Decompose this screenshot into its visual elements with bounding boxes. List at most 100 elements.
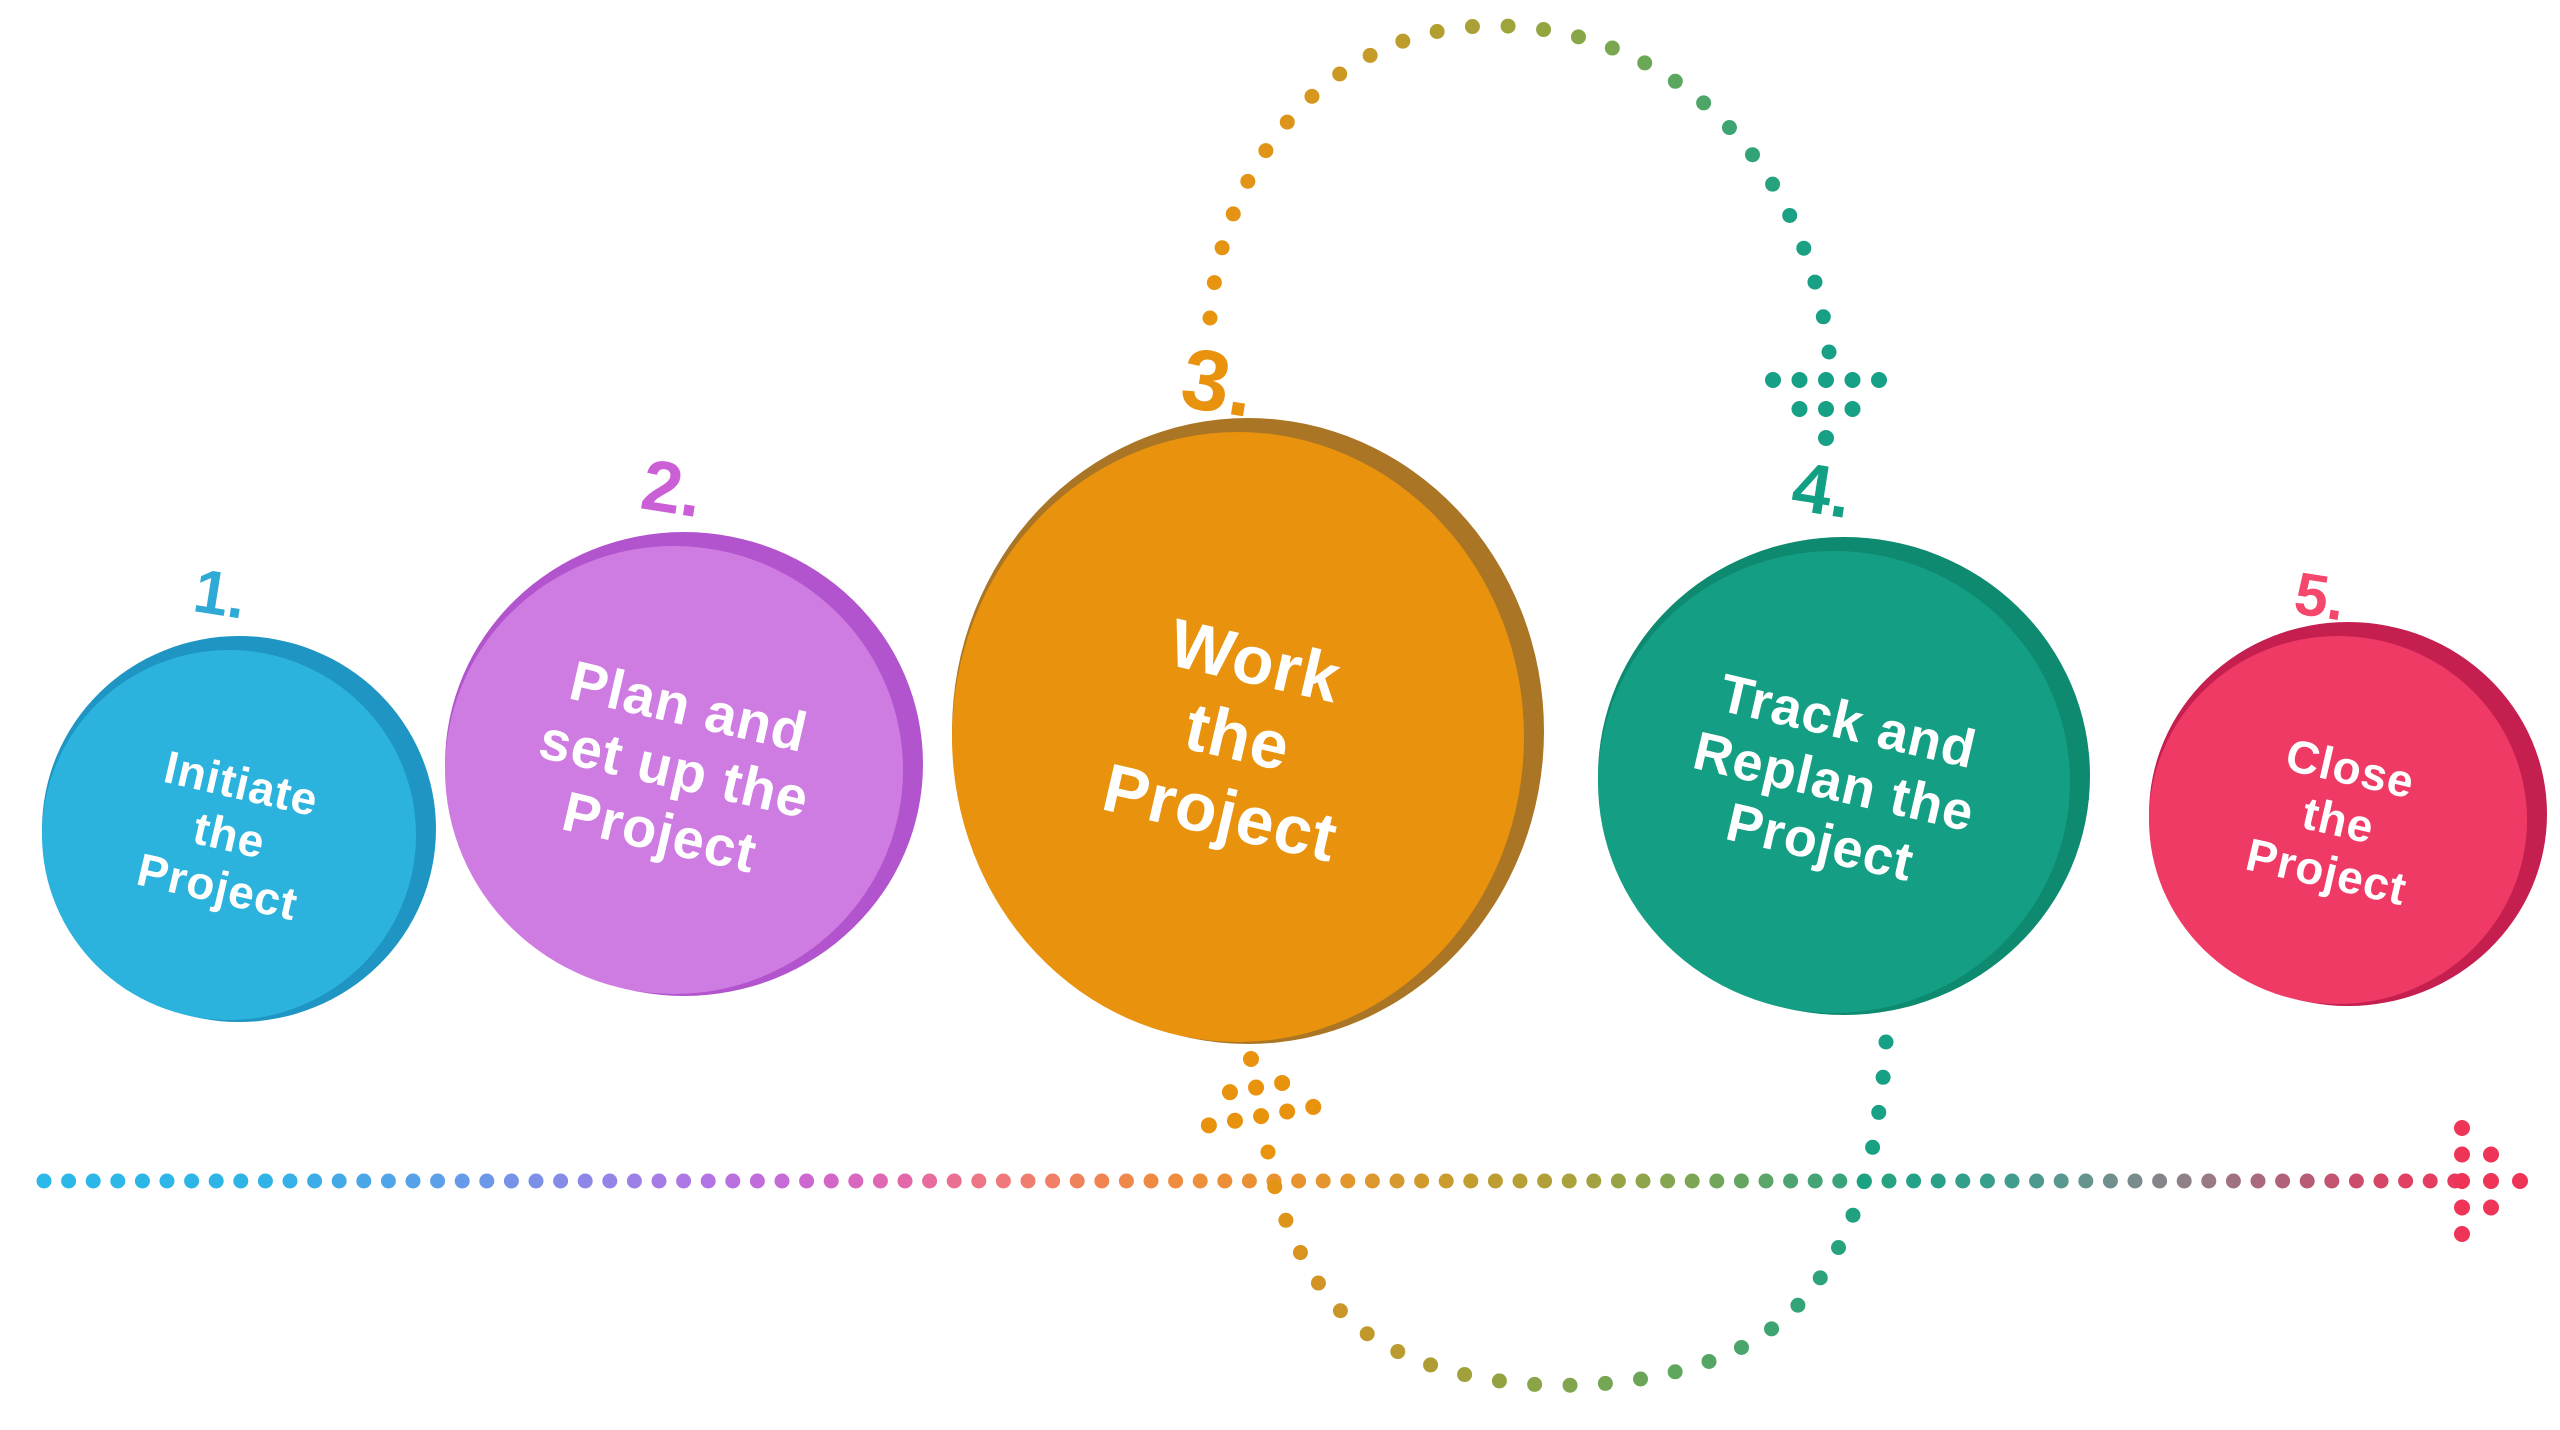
- connector-dot: [1597, 1375, 1613, 1391]
- connector-dot: [1214, 240, 1230, 256]
- connector-dot: [2422, 1173, 2438, 1189]
- connector-dot: [2299, 1173, 2315, 1189]
- connector-dot: [897, 1173, 913, 1189]
- connector-dot: [1258, 143, 1274, 159]
- connector-dot: [2004, 1173, 2020, 1189]
- connector-dot: [1291, 1173, 1307, 1189]
- connector-dot: [1709, 1173, 1725, 1189]
- connector-dot: [1463, 1173, 1479, 1189]
- disc: Plan and set up the Project: [445, 546, 903, 994]
- connector-dot: [1192, 1173, 1208, 1189]
- connector-dot: [1807, 1173, 1823, 1189]
- connector-dot: [995, 1173, 1011, 1189]
- connector-dot: [1069, 1173, 1085, 1189]
- connector-dot: [1791, 372, 1808, 388]
- disc: Close the Project: [2149, 636, 2527, 1004]
- connector-dot: [1200, 1117, 1217, 1134]
- connector-dot: [2483, 1146, 2499, 1163]
- step-number: 4.: [1787, 446, 1857, 534]
- connector-dot: [61, 1173, 77, 1189]
- connector-dot: [1844, 401, 1861, 417]
- connector-dot: [1865, 1139, 1881, 1155]
- connector-dot: [1362, 47, 1378, 63]
- connector-dot: [479, 1173, 495, 1189]
- connector-dot: [1610, 1173, 1626, 1189]
- connector-dot: [1733, 1339, 1749, 1355]
- connector-dot: [553, 1173, 569, 1189]
- connector-dot: [1274, 1074, 1291, 1091]
- connector-dot: [2127, 1173, 2143, 1189]
- connector-dot: [1240, 173, 1256, 189]
- connector-dot: [1764, 1321, 1780, 1337]
- step-number: 3.: [1175, 329, 1261, 437]
- connector-dot: [872, 1173, 888, 1189]
- connector-dot: [1562, 1377, 1578, 1393]
- connector-dot: [1878, 1034, 1894, 1050]
- connector-dot: [1241, 1173, 1257, 1189]
- connector-dot: [1438, 1173, 1454, 1189]
- connector-dot: [1832, 1173, 1848, 1189]
- connector-dot: [1143, 1173, 1159, 1189]
- connector-dot: [1721, 120, 1737, 136]
- connector-dot: [1206, 275, 1222, 291]
- connector-dot: [2483, 1173, 2499, 1189]
- connector-dot: [1815, 309, 1831, 325]
- connector-dot: [1340, 1173, 1356, 1189]
- connector-dot: [1831, 1240, 1847, 1256]
- connector-dot: [1464, 19, 1480, 35]
- connector-dot: [1667, 73, 1683, 89]
- connector-dot: [1020, 1173, 1036, 1189]
- connector-dot: [1248, 1079, 1265, 1096]
- connector-dot: [1310, 1275, 1326, 1291]
- connector-dot: [946, 1173, 962, 1189]
- connector-dot: [2275, 1173, 2291, 1189]
- connector-dot: [454, 1173, 470, 1189]
- connector-dot: [799, 1173, 815, 1189]
- step-close-the-project: 5. Close the Project: [2149, 560, 2547, 1006]
- connector-dot: [2373, 1173, 2389, 1189]
- connector-dot: [1094, 1173, 1110, 1189]
- connector-dot: [2512, 1173, 2528, 1189]
- connector-dot: [1790, 1297, 1806, 1313]
- connector-dot: [2102, 1173, 2118, 1189]
- connector-dot: [1812, 1270, 1828, 1286]
- connector-dot: [1782, 207, 1798, 223]
- connector-dot: [1856, 1174, 1872, 1190]
- connector-dot: [134, 1173, 150, 1189]
- connector-dot: [1844, 372, 1861, 388]
- connector-dot: [1304, 88, 1320, 104]
- connector-dot: [2029, 1173, 2045, 1189]
- connector-dot: [1457, 1367, 1473, 1383]
- connector-dot: [1217, 1173, 1233, 1189]
- connector-dot: [1225, 206, 1241, 222]
- connector-dot: [528, 1173, 544, 1189]
- connector-dot: [208, 1173, 224, 1189]
- connector-dot: [1818, 401, 1834, 417]
- connector-dot: [1758, 1173, 1774, 1189]
- connector-dot: [1512, 1173, 1528, 1189]
- connector-dot: [1744, 147, 1760, 163]
- disc: Track and Replan the Project: [1598, 551, 2070, 1013]
- connector-dot: [1168, 1173, 1184, 1189]
- connector-dot: [159, 1173, 175, 1189]
- connector-dot: [1364, 1173, 1380, 1189]
- connector-dot: [1637, 55, 1653, 71]
- connector-dot: [823, 1173, 839, 1189]
- connector-dot: [1487, 1173, 1503, 1189]
- step-number: 2.: [636, 444, 708, 534]
- connector-dot: [577, 1173, 593, 1189]
- connector-dot: [2454, 1146, 2470, 1163]
- connector-dot: [1906, 1173, 1922, 1189]
- step-title: Close the Project: [2241, 724, 2435, 915]
- connector-dot: [2053, 1173, 2069, 1189]
- connector-dot: [1389, 1173, 1405, 1189]
- connector-dot: [626, 1173, 642, 1189]
- connector-dot: [1045, 1173, 1061, 1189]
- connector-dot: [1279, 1103, 1296, 1120]
- connector-dot: [1221, 1084, 1238, 1101]
- connector-dot: [1821, 344, 1837, 360]
- step-number: 1.: [189, 556, 252, 633]
- connector-dot: [1796, 240, 1812, 256]
- connector-dot: [405, 1173, 421, 1189]
